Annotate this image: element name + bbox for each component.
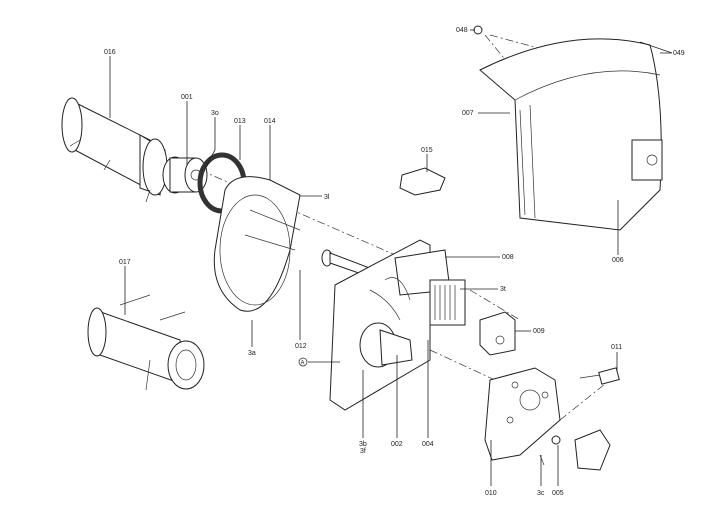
label-3b: 3b [359,441,367,448]
label-009: 009 [533,328,545,335]
label-3o: 3o [211,110,219,117]
label-048: 048 [456,27,468,34]
label-008: 008 [502,254,514,261]
label-011: 011 [611,344,622,351]
label-3c: 3c [537,490,545,497]
label-001: 001 [181,94,193,101]
label-004: 004 [422,441,434,448]
part-011-photocell [579,367,620,385]
label-005: 005 [552,490,564,497]
label-3t: 3t [500,286,506,293]
label-a: A [301,361,305,367]
label-3l: 3l [324,194,330,201]
label-3a: 3a [248,350,256,357]
part-005-pump [539,429,611,471]
part-015-capacitor [399,167,446,196]
label-006: 006 [612,257,624,264]
label-049: 049 [673,50,685,57]
part-014-housing [213,176,301,312]
label-012: 012 [295,343,307,350]
marker-a-circle [298,357,308,367]
label-014: 014 [264,118,276,125]
leader-lines [109,29,673,486]
label-013: 013 [234,118,246,125]
label-016: 016 [104,49,116,56]
part-017-blast-tube-alt [87,294,205,391]
label-007: 007 [462,110,474,117]
label-002: 002 [391,441,403,448]
part-mounting-plate [329,239,466,411]
part-016-blast-tube [61,97,168,203]
part-labels: 016 001 3o 013 014 3l 017 3a 012 A 3b 3f… [104,27,685,497]
label-010: 010 [485,490,497,497]
part-006-007-hood [473,25,663,231]
part-010-cover-plate [484,367,561,461]
part-009-cover [479,311,516,356]
label-015: 015 [421,147,433,154]
label-3f: 3f [360,448,366,455]
label-017: 017 [119,259,131,266]
